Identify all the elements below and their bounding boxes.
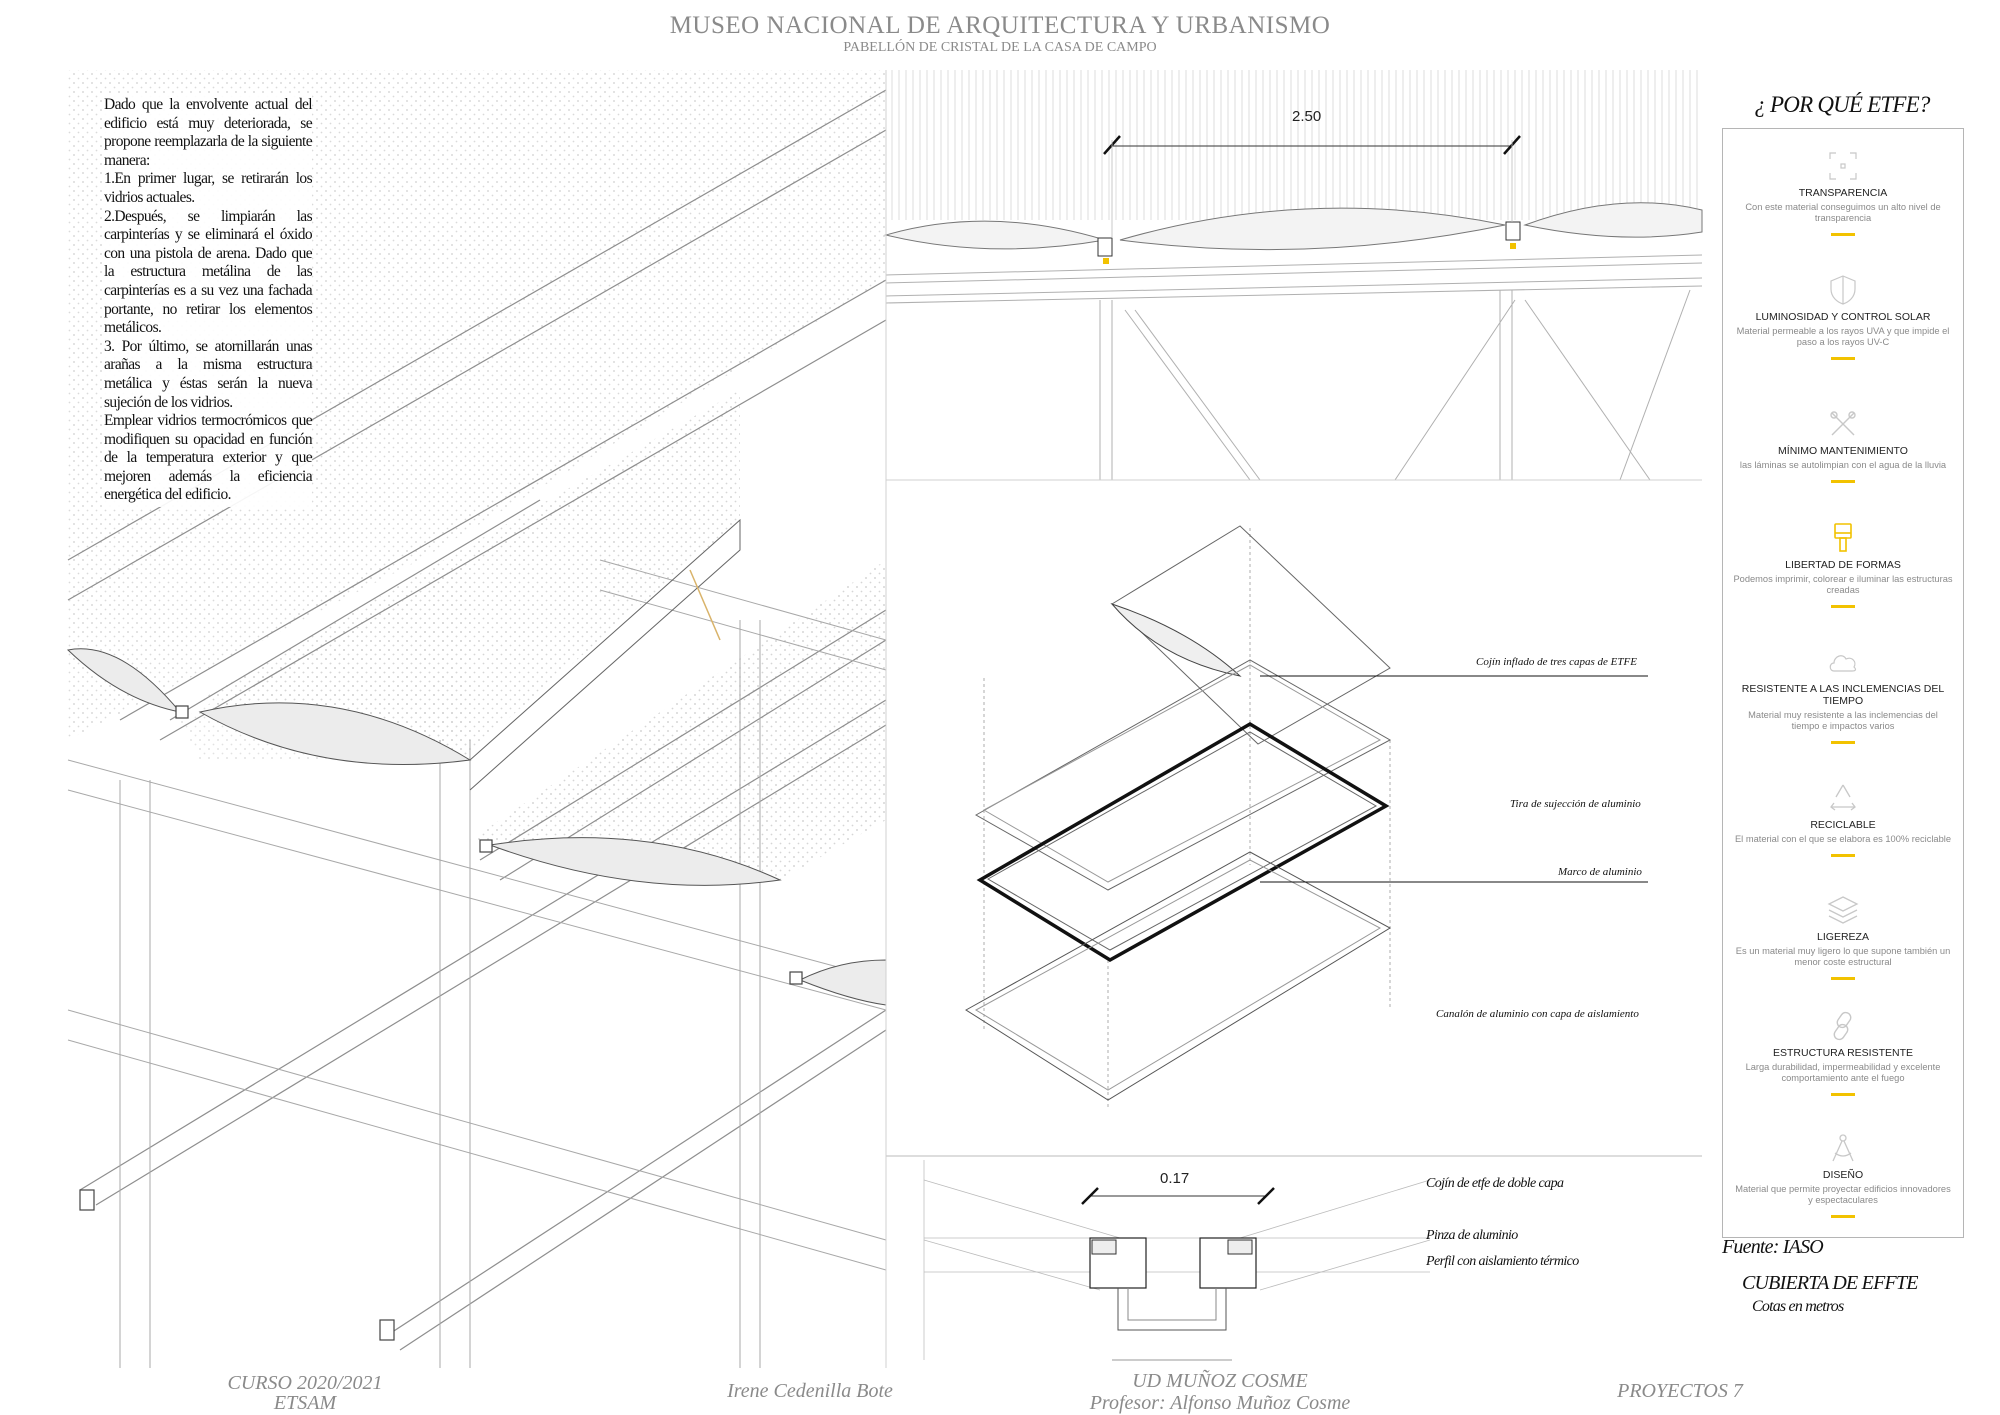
footer-author: Irene Cedenilla Bote bbox=[727, 1380, 893, 1402]
shield-icon bbox=[1826, 273, 1860, 307]
footer-school: ETSAM bbox=[273, 1392, 337, 1414]
recycle-icon bbox=[1826, 781, 1860, 815]
callout-gutter: Canalón de aluminio con capa de aislamie… bbox=[1436, 1008, 1639, 1020]
section-detail bbox=[886, 1155, 1702, 1361]
callout-strip: Tira de sujección de aluminio bbox=[1510, 798, 1641, 810]
accent-bar bbox=[1831, 357, 1855, 360]
callout-frame: Marco de aluminio bbox=[1558, 866, 1642, 878]
exploded-axonometric bbox=[965, 525, 1648, 1110]
feature-name: LIGEREZA bbox=[1817, 931, 1869, 943]
detail-callout-clamp: Pinza de aluminio bbox=[1426, 1228, 1518, 1243]
feature-diseno: DISEÑO Material que permite proyectar ed… bbox=[1723, 1131, 1963, 1218]
etfe-feature-panel: TRANSPARENCIA Con este material consegui… bbox=[1722, 128, 1964, 1238]
feature-description: El material con el que se elabora es 100… bbox=[1734, 834, 1952, 844]
intro-paragraph: 1.En primer lugar, se retirarán los vidr… bbox=[104, 170, 313, 206]
sheet-subtitle: PABELLÓN DE CRISTAL DE LA CASA DE CAMPO bbox=[843, 40, 1157, 55]
detail-callout-profile: Perfil con aislamiento térmico bbox=[1426, 1254, 1579, 1269]
tools-icon bbox=[1826, 407, 1860, 441]
callout-cushion: Cojín inflado de tres capas de ETFE bbox=[1476, 656, 1637, 668]
feature-description: Podemos imprimir, colorear e iluminar la… bbox=[1733, 574, 1953, 595]
dimension-bottom-label: 0.17 bbox=[1160, 1170, 1190, 1187]
feature-luminosidad: LUMINOSIDAD Y CONTROL SOLAR Material per… bbox=[1723, 273, 1963, 360]
intro-paragraph: Emplear vidrios termocrómicos que modifi… bbox=[104, 412, 313, 504]
feature-name: TRANSPARENCIA bbox=[1798, 187, 1888, 199]
accent-bar bbox=[1831, 854, 1855, 857]
footer-unit: UD MUÑOZ COSME bbox=[1132, 1370, 1308, 1392]
feature-name: LIBERTAD DE FORMAS bbox=[1785, 559, 1901, 571]
feature-description: Material que permite proyectar edificios… bbox=[1735, 1184, 1951, 1205]
sheet-title: MUSEO NACIONAL DE ARQUITECTURA Y URBANIS… bbox=[669, 12, 1331, 39]
cloud-icon bbox=[1826, 645, 1860, 679]
footer-course: CURSO 2020/2021 bbox=[227, 1372, 383, 1394]
chain-link-icon bbox=[1826, 1009, 1860, 1043]
intro-paragraph: 2.Después, se limpiarán las carpinterías… bbox=[104, 207, 313, 337]
sheet-section-title: CUBIERTA DE EFFTE bbox=[1742, 1272, 1918, 1294]
units-note: Cotas en metros bbox=[1752, 1298, 1844, 1315]
feature-name: RECICLABLE bbox=[1810, 819, 1876, 831]
feature-libertad-formas: LIBERTAD DE FORMAS Podemos imprimir, col… bbox=[1723, 521, 1963, 608]
feature-mantenimiento: MÍNIMO MANTENIMIENTO las láminas se auto… bbox=[1723, 407, 1963, 483]
feature-ligereza: LIGEREZA Es un material muy ligero lo qu… bbox=[1723, 893, 1963, 980]
feature-description: Con este material conseguimos un alto ni… bbox=[1745, 202, 1941, 223]
accent-bar bbox=[1831, 1093, 1855, 1096]
compass-icon bbox=[1826, 1131, 1860, 1165]
feature-description: Material muy resistente a las inclemenci… bbox=[1748, 710, 1938, 731]
frame-corners-icon bbox=[1826, 149, 1860, 183]
brush-icon bbox=[1826, 521, 1860, 555]
feature-name: LUMINOSIDAD Y CONTROL SOLAR bbox=[1755, 311, 1931, 323]
footer-subject: PROYECTOS 7 bbox=[1617, 1380, 1743, 1402]
elevation-detail bbox=[884, 70, 1703, 481]
feature-transparencia: TRANSPARENCIA Con este material consegui… bbox=[1723, 149, 1963, 236]
feature-inclemencias: RESISTENTE A LAS INCLEMENCIAS DEL TIEMPO… bbox=[1723, 645, 1963, 744]
detail-callout-cushion: Cojín de etfe de doble capa bbox=[1426, 1176, 1564, 1191]
intro-paragraph: Dado que la envolvente actual del edific… bbox=[104, 96, 313, 169]
accent-bar bbox=[1831, 233, 1855, 236]
feature-description: las láminas se autolimpian con el agua d… bbox=[1739, 460, 1947, 470]
accent-bar bbox=[1831, 605, 1855, 608]
feature-name: RESISTENTE A LAS INCLEMENCIAS DEL TIEMPO bbox=[1741, 683, 1945, 707]
dimension-top-label: 2.50 bbox=[1292, 108, 1322, 125]
footer-professor: Profesor: Alfonso Muñoz Cosme bbox=[1089, 1392, 1351, 1414]
accent-bar bbox=[1831, 1215, 1855, 1218]
accent-bar bbox=[1831, 480, 1855, 483]
feature-description: Es un material muy ligero lo que supone … bbox=[1735, 946, 1951, 967]
feature-description: Larga durabilidad, impermeabilidad y exc… bbox=[1745, 1062, 1941, 1083]
feature-name: ESTRUCTURA RESISTENTE bbox=[1772, 1047, 1914, 1059]
feature-estructura-resistente: ESTRUCTURA RESISTENTE Larga durabilidad,… bbox=[1723, 1009, 1963, 1096]
accent-bar bbox=[1831, 741, 1855, 744]
feature-reciclable: RECICLABLE El material con el que se ela… bbox=[1723, 781, 1963, 857]
layers-icon bbox=[1826, 893, 1860, 927]
isometric-roof-drawing bbox=[66, 70, 887, 1368]
etfe-panel-title: ¿ POR QUÉ ETFE? bbox=[1754, 92, 1930, 117]
accent-bar bbox=[1831, 977, 1855, 980]
source-note: Fuente: IASO bbox=[1722, 1236, 1824, 1258]
feature-description: Material permeable a los rayos UVA y que… bbox=[1736, 326, 1950, 347]
intro-text: Dado que la envolvente actual del edific… bbox=[104, 94, 313, 508]
intro-paragraph: 3. Por último, se atornillarán unas arañ… bbox=[104, 337, 313, 411]
feature-name: DISEÑO bbox=[1822, 1169, 1864, 1181]
feature-name: MÍNIMO MANTENIMIENTO bbox=[1778, 445, 1908, 457]
